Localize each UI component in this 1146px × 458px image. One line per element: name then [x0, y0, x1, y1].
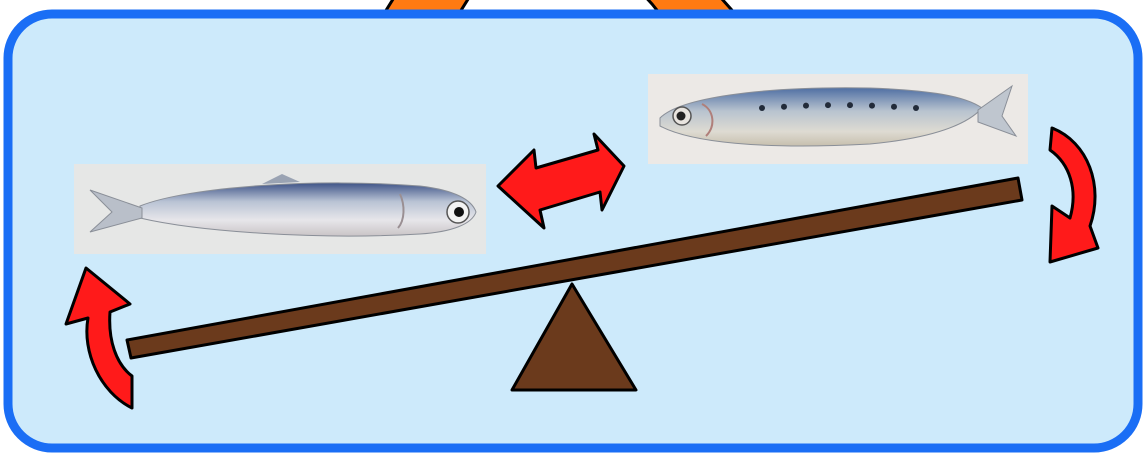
sardine-spot: [891, 104, 897, 110]
sardine-spot: [847, 102, 853, 108]
anchovy-photo: [74, 164, 486, 254]
sardine-spot: [781, 104, 787, 110]
sardine-spot: [913, 105, 919, 111]
sardine-photo: [648, 74, 1028, 164]
sardine-spot: [759, 105, 765, 111]
sardine-spot: [869, 103, 875, 109]
sardine-spot: [803, 103, 809, 109]
sardine-spot: [825, 102, 831, 108]
